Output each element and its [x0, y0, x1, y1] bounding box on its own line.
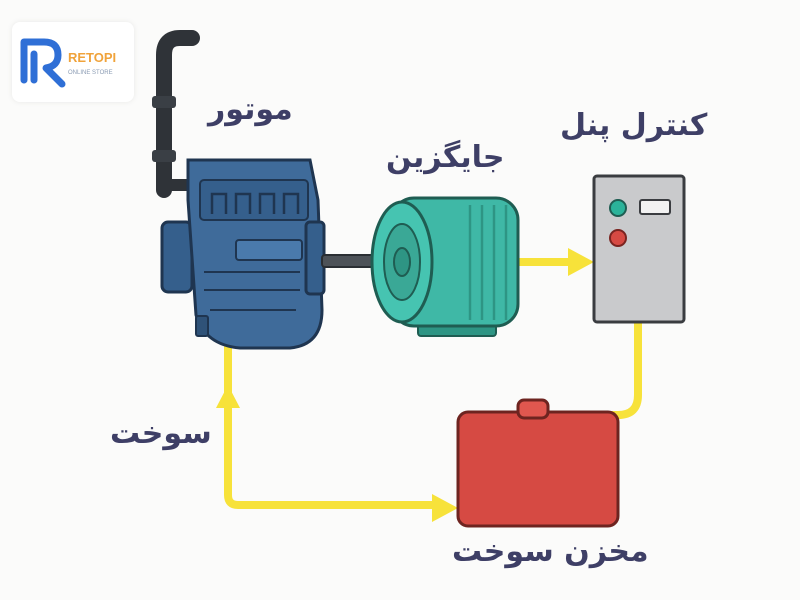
panel-display — [639, 199, 671, 215]
fuel-tank — [456, 398, 620, 528]
fuel-up-arrow-icon — [216, 385, 240, 408]
red-light-icon — [609, 229, 627, 247]
retopi-logo-mark: RETOPI ONLINE STORE — [20, 38, 116, 88]
alternator — [370, 196, 520, 337]
return-line — [606, 318, 642, 419]
fuel-tank-label: مخزن سوخت — [452, 534, 649, 569]
fuel-line — [216, 326, 458, 522]
green-light-icon — [609, 199, 627, 217]
logo-tagline-text: ONLINE STORE — [68, 70, 113, 76]
control-panel — [592, 174, 686, 324]
power-right-arrow-icon — [568, 248, 594, 276]
engine — [160, 158, 326, 350]
engine-label: موتور — [208, 92, 293, 127]
logo-brand-text: RETOPI — [68, 50, 116, 65]
tank-cap — [516, 398, 550, 420]
fuel-right-arrow-icon — [432, 494, 458, 522]
fuel-label: سوخت — [110, 416, 212, 451]
alternator-label: جایگزین — [386, 140, 505, 175]
power-line — [518, 248, 594, 276]
retopi-logo: RETOPI ONLINE STORE — [12, 22, 134, 102]
control-panel-label: کنترل پنل — [560, 108, 708, 143]
